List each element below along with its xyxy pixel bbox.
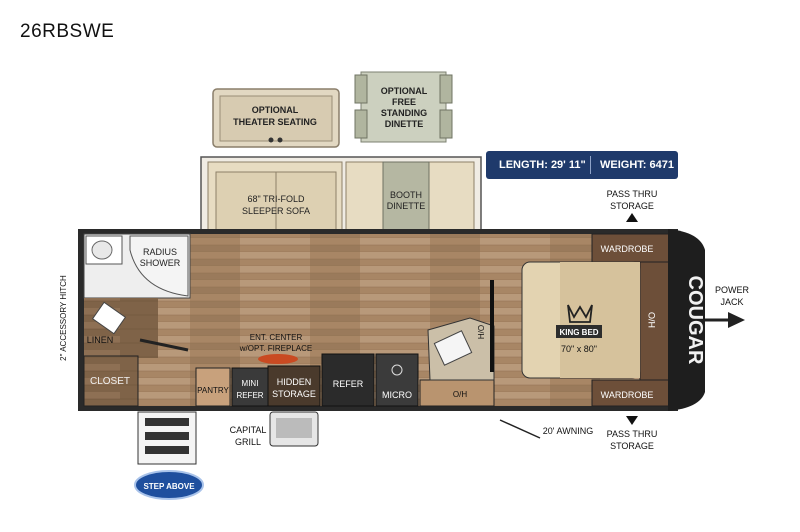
- wardrobe-top-label: WARDROBE: [601, 244, 654, 254]
- linen-label: LINEN: [87, 335, 114, 345]
- hidden-storage-2: STORAGE: [272, 389, 316, 399]
- capital-grill-2: GRILL: [235, 437, 261, 447]
- length-spec: LENGTH: 29' 11": [499, 159, 586, 171]
- optional-free-standing-dinette: OPTIONAL FREE STANDING DINETTE: [354, 71, 453, 143]
- kitchen-sink: H/O: [427, 280, 495, 381]
- pass-thru-top-1: PASS THRU: [607, 189, 658, 199]
- step-above-badge: STEP ABOVE: [134, 470, 204, 500]
- capital-grill-1: CAPITAL: [230, 425, 267, 435]
- booth-label-2: DINETTE: [387, 201, 426, 211]
- king-bed-label: KING BED: [559, 328, 598, 337]
- shower-label-2: SHOWER: [140, 258, 181, 268]
- bedroom: WARDROBE WARDROBE H/O KING BED 70" x 80": [521, 233, 675, 407]
- sofa-label-2: SLEEPER SOFA: [242, 206, 310, 216]
- dinette-opt-2: FREE: [392, 97, 416, 107]
- kitchen-ho-label: H/O: [477, 325, 486, 339]
- front-cap: COUGAR: [668, 229, 745, 411]
- dinette-opt-4: DINETTE: [385, 119, 424, 129]
- refer-label: REFER: [333, 379, 364, 389]
- dinette-opt-1: OPTIONAL: [381, 86, 428, 96]
- ent-center-1: ENT. CENTER: [250, 333, 303, 342]
- model-title: 26RBSWE: [20, 21, 115, 42]
- oh-label: O/H: [453, 390, 467, 399]
- mini-refer-2: REFER: [236, 391, 263, 400]
- cabinets: PANTRY MINI REFER HIDDEN STORAGE REFER M…: [195, 353, 495, 407]
- power-jack-2: JACK: [720, 297, 743, 307]
- spec-divider: [590, 156, 591, 174]
- closet: CLOSET: [83, 355, 139, 407]
- awning-label: 20' AWNING: [543, 426, 593, 436]
- bed-ho-label: H/O: [647, 312, 657, 328]
- pass-thru-bottom-2: STORAGE: [610, 441, 654, 451]
- sofa-label-1: 68" TRI-FOLD: [247, 194, 305, 204]
- dinette-opt-3: STANDING: [381, 108, 427, 118]
- brand-logo: COUGAR: [684, 276, 706, 365]
- arrow-up-icon: [626, 213, 638, 222]
- hidden-storage-1: HIDDEN: [277, 377, 312, 387]
- micro-label: MICRO: [382, 390, 412, 400]
- theater-label-2: THEATER SEATING: [233, 117, 317, 127]
- ent-center-2: w/OPT. FIREPLACE: [239, 344, 312, 353]
- bed-size-label: 70" x 80": [561, 344, 597, 354]
- hitch-label: 2" ACCESSORY HITCH: [59, 275, 68, 361]
- closet-label: CLOSET: [90, 376, 130, 387]
- capital-grill: CAPITAL GRILL: [230, 411, 319, 447]
- mini-refer-1: MINI: [242, 379, 259, 388]
- entry-steps: [137, 411, 197, 465]
- weight-spec: WEIGHT: 6471: [600, 159, 674, 171]
- awning-line: [499, 419, 541, 439]
- wardrobe-bottom-label: WARDROBE: [601, 390, 654, 400]
- bathroom: RADIUS SHOWER LINEN: [83, 233, 191, 358]
- pantry-label: PANTRY: [197, 386, 229, 395]
- spec-bar: LENGTH: 29' 11" WEIGHT: 6471: [486, 151, 678, 179]
- booth-label-1: BOOTH: [390, 190, 422, 200]
- pass-thru-bottom-1: PASS THRU: [607, 429, 658, 439]
- pass-thru-top-2: STORAGE: [610, 201, 654, 211]
- badge-label: STEP ABOVE: [143, 482, 195, 491]
- optional-theater-seating: OPTIONAL THEATER SEATING: [212, 88, 340, 148]
- power-jack-1: POWER: [715, 285, 750, 295]
- theater-label-1: OPTIONAL: [252, 105, 299, 115]
- arrow-down-icon: [626, 416, 638, 425]
- shower-label-1: RADIUS: [143, 247, 177, 257]
